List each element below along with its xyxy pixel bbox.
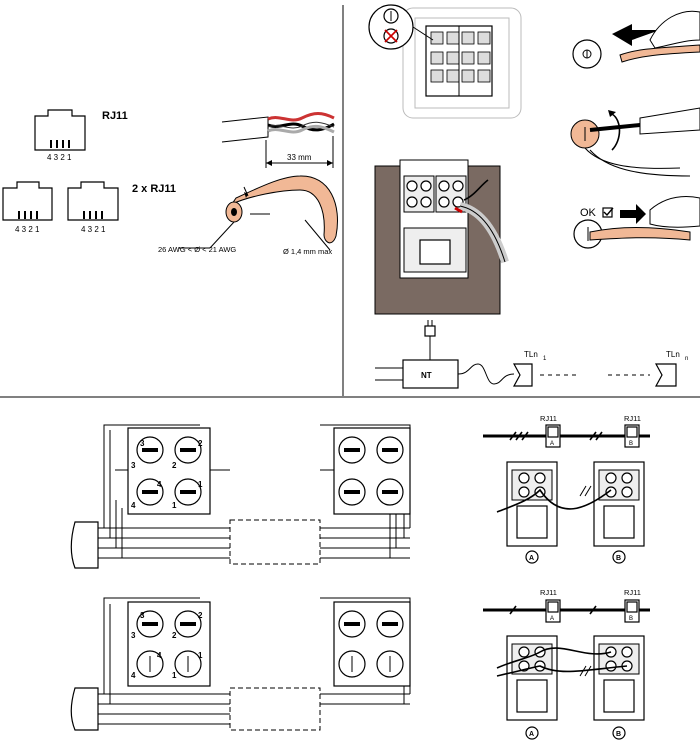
stripped-cable-illustration	[221, 112, 335, 168]
top-terminal-2b: 2	[172, 461, 177, 470]
network-schematic	[375, 320, 677, 389]
ok-label: OK	[580, 207, 597, 219]
wiring-diagram-bottom	[70, 597, 411, 731]
rj11-double-pins-right: 4 3 2 1	[81, 225, 106, 234]
rj11-double-right-jack	[67, 181, 119, 221]
top-badge-a: A	[550, 441, 554, 447]
top-socket-b-label: B	[616, 555, 621, 562]
bottom-rj11-a-label: RJ11	[540, 588, 557, 597]
top-terminal-2a: 2	[198, 439, 203, 448]
bottom-badge-b: B	[629, 616, 633, 622]
top-terminal-1b: 1	[172, 501, 177, 510]
tl1-subscript: 1	[543, 356, 547, 362]
wire-max-diameter: Ø 1,4 mm max	[283, 247, 332, 256]
top-terminal-3b: 3	[131, 461, 136, 470]
rj11-double-pins-left: 4 3 2 1	[15, 225, 40, 234]
top-terminal-3a: 3	[140, 439, 145, 448]
wiring-diagram-top	[70, 424, 411, 569]
tln-subscript: n	[685, 356, 688, 362]
wall-mount-illustration	[374, 159, 509, 315]
tl1-label: TLn	[524, 350, 538, 359]
bottom-terminal-2b: 2	[172, 631, 177, 640]
terminal-zoom-callout	[368, 4, 434, 50]
rj11-single-title: RJ11	[102, 110, 128, 122]
top-terminal-4a: 4	[157, 480, 162, 489]
bottom-socket-a-label: A	[529, 731, 534, 738]
bottom-terminal-4a: 4	[157, 651, 162, 660]
top-rj11-a-label: RJ11	[540, 414, 557, 423]
bottom-badge-a: A	[550, 616, 554, 622]
rj11-double-title: 2 x RJ11	[132, 183, 176, 195]
bottom-terminal-3a: 3	[140, 611, 145, 620]
top-rj11-b-label: RJ11	[624, 414, 641, 423]
parallel-sockets-top	[483, 424, 650, 564]
bottom-terminal-3b: 3	[131, 631, 136, 640]
bottom-socket-b-label: B	[616, 731, 621, 738]
step-ok-check	[573, 196, 700, 249]
top-badge-b: B	[629, 441, 633, 447]
rj11-single-jack	[34, 109, 86, 151]
bottom-terminal-2a: 2	[198, 611, 203, 620]
bottom-rj11-b-label: RJ11	[624, 588, 641, 597]
top-socket-a-label: A	[529, 555, 534, 562]
bottom-terminal-4b: 4	[131, 671, 136, 680]
single-wire-illustration	[178, 175, 338, 251]
wire-gauge-range: 26 AWG < Ø < 21 AWG	[158, 245, 236, 254]
rj11-double-left-jack	[2, 181, 53, 221]
bottom-terminal-1b: 1	[172, 671, 177, 680]
nt-label: NT	[421, 371, 432, 380]
tln-label: TLn	[666, 350, 680, 359]
parallel-sockets-bottom	[483, 599, 650, 740]
strip-length-label: 33 mm	[287, 153, 312, 162]
rj11-single-pins: 4 3 2 1	[47, 153, 72, 162]
top-terminal-4b: 4	[131, 501, 136, 510]
top-terminal-1a: 1	[198, 480, 203, 489]
socket-module-front	[402, 7, 522, 119]
step-screwdriver	[570, 107, 700, 177]
bottom-terminal-1a: 1	[198, 651, 203, 660]
step-insert-wire	[572, 10, 700, 69]
